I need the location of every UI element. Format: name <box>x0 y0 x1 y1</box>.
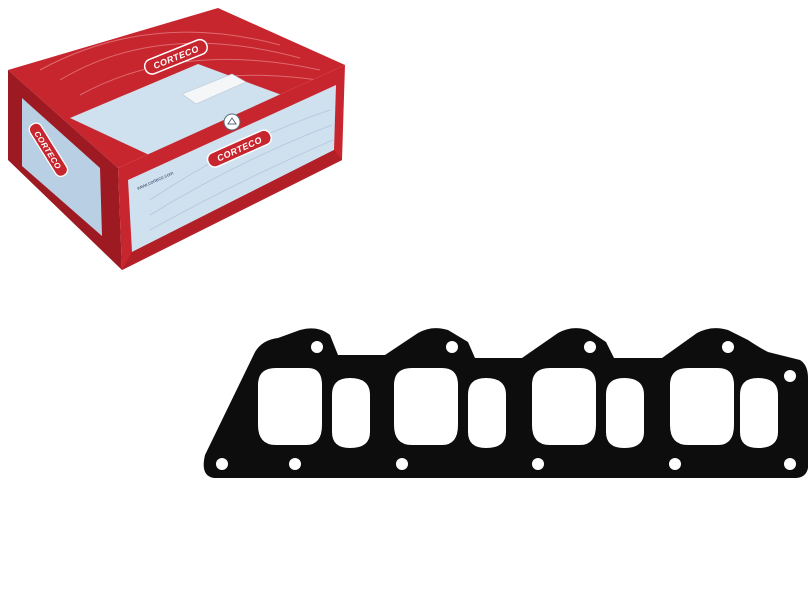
gasket-outline <box>203 328 808 478</box>
corteco-product-box: CORTECO CORTECO CORTECO www. <box>8 8 345 270</box>
bolt-hole <box>784 458 796 470</box>
bolt-hole <box>311 341 323 353</box>
certification-badge-icon <box>223 113 241 131</box>
bolt-hole <box>722 341 734 353</box>
bolt-hole <box>532 458 544 470</box>
bolt-hole <box>216 458 228 470</box>
bolt-hole <box>446 341 458 353</box>
box-top-sticker <box>181 73 247 105</box>
bolt-hole <box>784 370 796 382</box>
intake-manifold-gasket <box>203 328 808 478</box>
box-top-label-panel <box>70 64 290 160</box>
bolt-hole <box>289 458 301 470</box>
box-front-label-panel <box>128 85 336 252</box>
gasket-bolt-holes <box>216 341 796 470</box>
bolt-hole <box>584 341 596 353</box>
bolt-hole <box>396 458 408 470</box>
bolt-hole <box>669 458 681 470</box>
box-front-red-band <box>122 150 342 270</box>
